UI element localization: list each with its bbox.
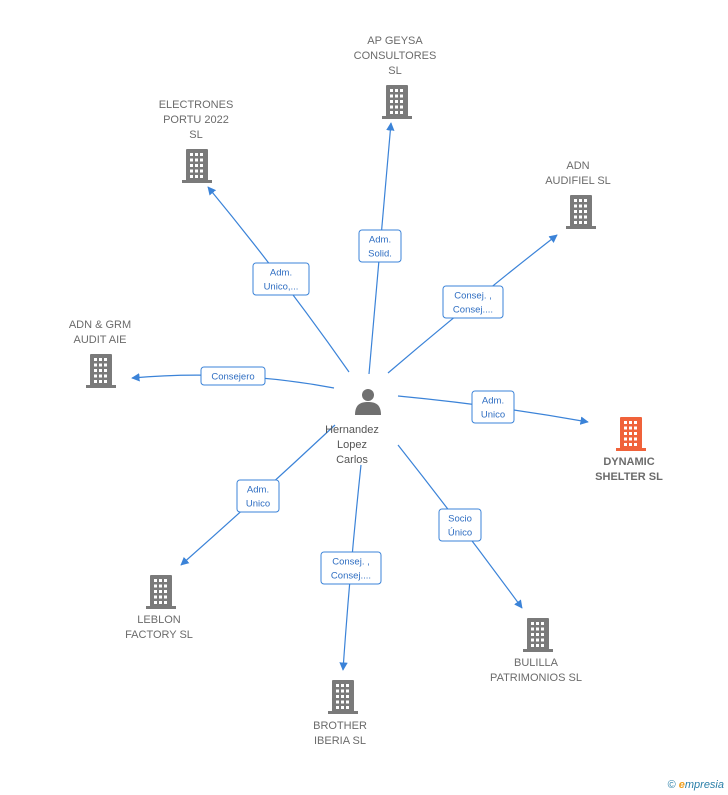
company-name-line: SHELTER SL xyxy=(595,471,663,483)
company-name-line: AUDIT AIE xyxy=(74,334,127,346)
company-name-line: ADN xyxy=(566,160,589,172)
relation-label-text: Consej.... xyxy=(331,571,371,582)
footer-brand: © empresia xyxy=(668,779,724,791)
relation-label-text: Consej. , xyxy=(332,557,370,568)
company-node-ap-geysa[interactable]: AP GEYSA CONSULTORES SL xyxy=(354,35,437,119)
relation-label[interactable]: Adm. Solid. xyxy=(358,229,402,263)
building-icon xyxy=(86,354,116,388)
relation-label-text: Adm. xyxy=(247,485,269,496)
relation-label-text: Solid. xyxy=(368,249,392,260)
relation-label-text: Único xyxy=(448,528,472,539)
company-name-line: SL xyxy=(189,129,202,141)
relation-label[interactable]: Adm. Unico xyxy=(471,390,515,424)
company-name-line: PORTU 2022 xyxy=(163,114,229,126)
relation-label-text: Unico xyxy=(481,410,505,421)
brand-name: mpresia xyxy=(684,779,724,791)
brand-initial: e xyxy=(678,779,685,791)
company-name-line: IBERIA SL xyxy=(314,735,366,747)
building-icon xyxy=(566,195,596,229)
relation-label[interactable]: Adm. Unico,... xyxy=(252,262,310,296)
building-icon xyxy=(146,575,176,609)
relation-label[interactable]: Consej. , Consej.... xyxy=(442,285,504,319)
relation-label-text: Consej. , xyxy=(454,291,492,302)
person-node[interactable] xyxy=(355,389,381,415)
relation-label[interactable]: Consejero xyxy=(200,366,266,386)
person-name-line: Hernandez xyxy=(325,424,379,436)
company-name-line: BROTHER xyxy=(313,720,367,732)
company-name-line: SL xyxy=(388,65,401,77)
company-name-line: FACTORY SL xyxy=(125,629,193,641)
company-node-dynamic-shelter[interactable]: DYNAMIC SHELTER SL xyxy=(595,417,663,483)
company-name-line: AP GEYSA xyxy=(367,35,423,47)
company-name-line: ELECTRONES xyxy=(159,99,234,111)
relation-label-text: Socio xyxy=(448,514,472,525)
relation-label-text: Unico xyxy=(246,499,270,510)
building-icon xyxy=(616,417,646,451)
building-icon xyxy=(382,85,412,119)
company-node-bulilla[interactable]: BULILLA PATRIMONIOS SL xyxy=(490,618,582,684)
company-name-line: ADN & GRM xyxy=(69,319,131,331)
company-name-line: BULILLA xyxy=(514,657,559,669)
company-node-adn-grm[interactable]: ADN & GRM AUDIT AIE xyxy=(69,319,131,388)
relation-label-text: Consejero xyxy=(211,372,254,383)
relation-label[interactable]: Consej. , Consej.... xyxy=(320,551,382,585)
relation-label-text: Adm. xyxy=(482,396,504,407)
company-name-line: PATRIMONIOS SL xyxy=(490,672,582,684)
building-icon xyxy=(523,618,553,652)
relation-label-text: Adm. xyxy=(369,235,391,246)
company-name-line: CONSULTORES xyxy=(354,50,437,62)
building-icon xyxy=(328,680,358,714)
company-node-brother-iberia[interactable]: BROTHER IBERIA SL xyxy=(313,680,367,747)
company-name-line: DYNAMIC xyxy=(603,456,654,468)
relation-label-text: Adm. xyxy=(270,268,292,279)
person-name-line: Carlos xyxy=(336,454,368,466)
relation-label-text: Consej.... xyxy=(453,305,493,316)
building-icon xyxy=(182,149,212,183)
person-icon xyxy=(355,389,381,415)
person-name-line: Lopez xyxy=(337,439,367,451)
relation-label-text: Unico,... xyxy=(264,282,299,293)
company-name-line: LEBLON xyxy=(137,614,180,626)
copyright-symbol: © xyxy=(667,779,676,791)
company-name-line: AUDIFIEL SL xyxy=(545,175,611,187)
company-node-leblon-factory[interactable]: LEBLON FACTORY SL xyxy=(125,575,193,641)
relation-label[interactable]: Adm. Unico xyxy=(236,479,280,513)
company-node-adn-audifiel[interactable]: ADN AUDIFIEL SL xyxy=(545,160,611,229)
